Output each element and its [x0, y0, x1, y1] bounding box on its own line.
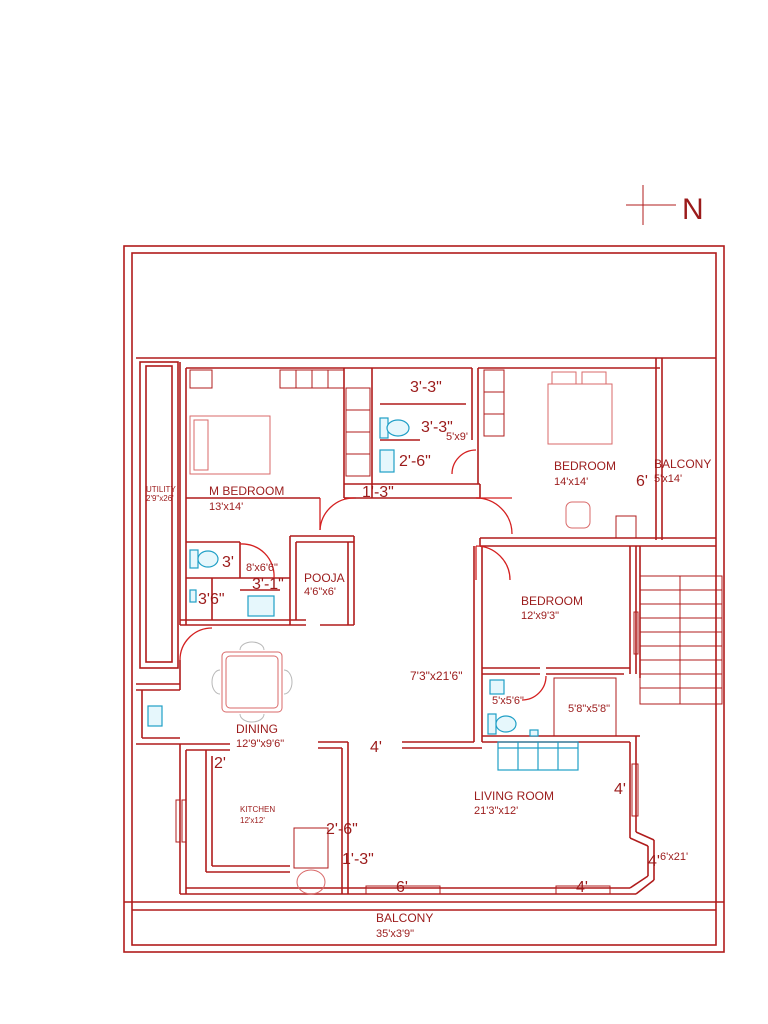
dim-3-1: 3'-1" [252, 576, 284, 593]
plumbing-fixtures [147, 417, 579, 771]
front-balcony-label: BALCONY [376, 911, 433, 925]
m-bedroom-size: 13'x14' [209, 501, 243, 513]
store-size: 5'8"x5'8" [568, 703, 610, 715]
side-balcony-label: BALCONY [654, 457, 711, 471]
m-bedroom-label: M BEDROOM [209, 484, 284, 498]
dining-size: 12'9"x9'6" [236, 738, 284, 750]
dim-1-3-door: 1'-3" [362, 484, 394, 501]
north-arrow-icon [626, 185, 676, 225]
interior-walls [136, 358, 717, 945]
utility-label: UTILITY [146, 485, 176, 494]
living-room-size: 21'3"x12' [474, 805, 518, 817]
dim-3-6: 3'6" [198, 591, 225, 608]
bedroom-1-label: BEDROOM [554, 459, 616, 473]
furniture [189, 371, 613, 895]
staircase [639, 575, 723, 705]
dim-2-6-kitchen: 2'-6" [326, 821, 358, 838]
kitchen-label: KITCHEN [240, 805, 275, 814]
pooja-label: POOJA [304, 571, 345, 585]
windows [175, 611, 639, 895]
toilet-top-size: 5'x9' [446, 431, 468, 443]
dim-6-balcony: 6' [636, 473, 648, 490]
dim-2-kitchen: 2' [214, 755, 226, 772]
living-room-label: LIVING ROOM [474, 789, 554, 803]
north-label: N [682, 193, 704, 226]
toilet-small-size: 5'x5'6" [492, 695, 524, 707]
front-balcony-size: 35'x3'9" [376, 928, 414, 940]
dim-3-3-mid: 3'-3" [421, 419, 453, 436]
dim-4-bay: 4' [648, 853, 660, 870]
side-balcony-size: 5'x14' [654, 473, 682, 485]
bay-size: 6'x21' [660, 851, 688, 863]
dim-4-passage: 4' [370, 739, 382, 756]
bedroom-2-size: 12'x9'3" [521, 610, 559, 622]
utility-size: 2'9"x26' [146, 494, 174, 503]
dim-1-3-kitchen: 1'-3" [342, 851, 374, 868]
bedroom-1-size: 14'x14' [554, 476, 588, 488]
dim-2-6-toilet: 2'-6" [399, 453, 431, 470]
dim-4-living-right: 4' [614, 781, 626, 798]
doors [179, 449, 547, 701]
dim-3-3-top: 3'-3" [410, 379, 442, 396]
dressing-size: 8'x6'6" [246, 562, 278, 574]
dining-label: DINING [236, 722, 278, 736]
bedroom-2-label: BEDROOM [521, 594, 583, 608]
dim-4-window: 4' [576, 879, 588, 896]
dim-3-bath: 3' [222, 554, 234, 571]
dim-6-window: 6' [396, 879, 408, 896]
pooja-size: 4'6"x6' [304, 586, 336, 598]
utility-walls [139, 361, 179, 669]
kitchen-size: 12'x12' [240, 816, 265, 825]
passage-size: 7'3"x21'6" [410, 669, 462, 683]
